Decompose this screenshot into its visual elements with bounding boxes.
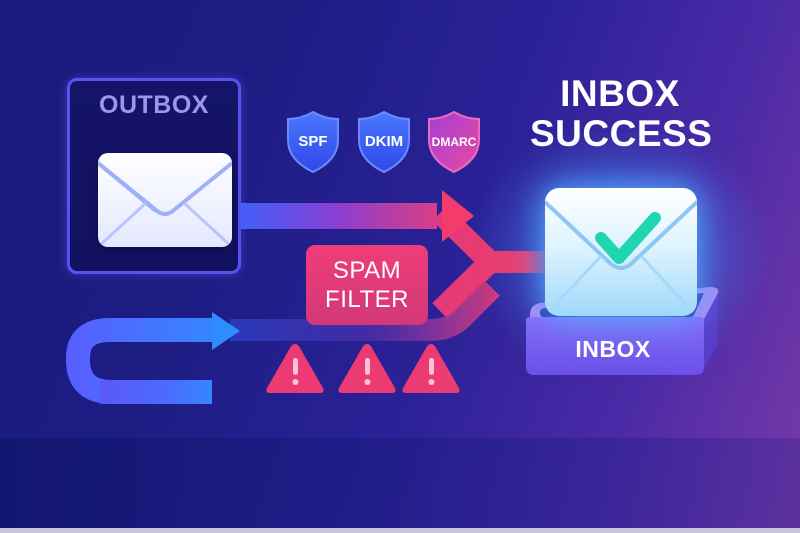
shield-icon <box>358 110 410 174</box>
outbox-title: OUTBOX <box>99 91 209 119</box>
spf-shield: SPF <box>285 110 341 174</box>
warning-triangle-icon <box>266 344 324 393</box>
success-title-line1: INBOX <box>560 73 680 114</box>
bottom-border <box>0 528 800 533</box>
shield-label: DKIM <box>364 133 404 150</box>
warning-triangle-icon <box>338 344 396 393</box>
spam-filter-line1: SPAM <box>332 257 402 284</box>
inbox-label: INBOX <box>575 336 651 362</box>
dkim-shield: DKIM <box>356 110 412 174</box>
inbox-success-title: INBOX SUCCESS <box>530 73 713 154</box>
shield-icon <box>287 110 339 174</box>
shield-icon <box>428 110 480 174</box>
checkmark-icon <box>595 212 661 264</box>
spam-filter-line2: FILTER <box>325 286 409 313</box>
shield-label: DMARC <box>431 135 477 149</box>
outbox-panel: OUTBOX <box>67 78 241 274</box>
spam-filter-box: SPAM FILTER <box>306 245 428 325</box>
success-title-line2: SUCCESS <box>530 113 713 154</box>
warning-triangle-icon <box>402 344 460 393</box>
envelope-check-icon <box>545 188 697 316</box>
envelope-icon <box>98 153 232 247</box>
shield-label: SPF <box>298 133 328 150</box>
dmarc-shield: DMARC <box>426 110 482 174</box>
